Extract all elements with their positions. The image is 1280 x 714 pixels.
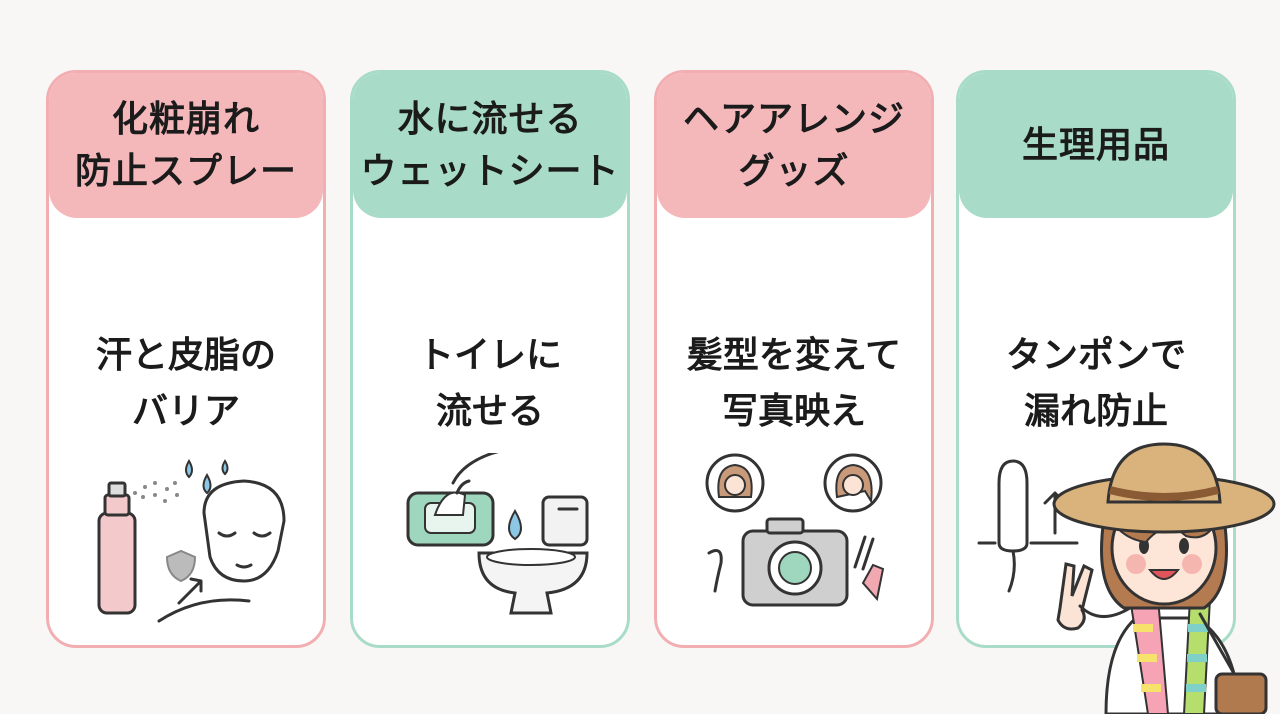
- card-description: トイレに 流せる: [417, 335, 562, 432]
- card-sanitary-products: 生理用品 タンポンで 漏れ防止: [956, 70, 1236, 648]
- card-title: ヘアアレンジ グッズ: [682, 98, 905, 192]
- card-title: 水に流せる ウェットシート: [360, 98, 620, 192]
- card-wet-wipes: 水に流せる ウェットシート トイレに 流せる: [350, 70, 630, 648]
- card-header: 水に流せる ウェットシート: [353, 73, 627, 218]
- girl-peace-sign-icon: [1052, 442, 1276, 714]
- card-hair-goods: ヘアアレンジ グッズ 髪型を変えて 写真映え: [654, 70, 934, 648]
- card-header: ヘアアレンジ グッズ: [657, 73, 931, 218]
- card-header: 生理用品: [959, 73, 1233, 218]
- card-description: 髪型を変えて 写真映え: [686, 335, 902, 432]
- card-header: 化粧崩れ 防止スプレー: [49, 73, 323, 218]
- card-description: 汗と皮脂の バリア: [95, 335, 276, 432]
- card-makeup-spray: 化粧崩れ 防止スプレー 汗と皮脂の バリア: [46, 70, 326, 648]
- wet-wipes-toilet-icon: [406, 453, 589, 615]
- card-title: 生理用品: [1021, 124, 1170, 166]
- hair-camera-icon: [705, 453, 885, 607]
- card-title: 化粧崩れ 防止スプレー: [74, 98, 297, 192]
- spray-face-icon: [97, 459, 286, 623]
- card-description: タンポンで 漏れ防止: [1005, 335, 1186, 432]
